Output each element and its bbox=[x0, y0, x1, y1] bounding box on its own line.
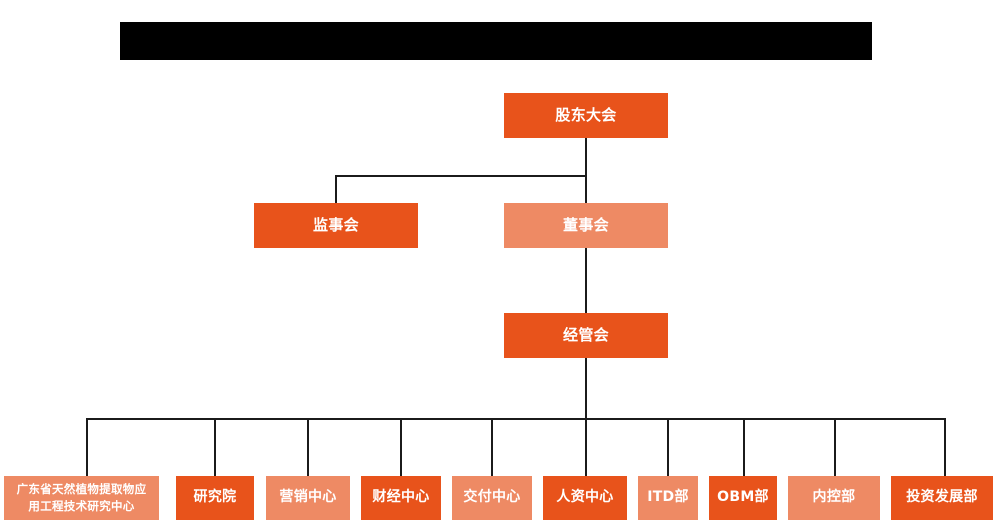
org-node-label-investment-dev: 投资发展部 bbox=[906, 489, 978, 506]
connector-shareholders-drop bbox=[585, 138, 587, 176]
org-node-label-research-inst: 研究院 bbox=[193, 489, 237, 506]
org-node-finance[interactable]: 财经中心 bbox=[361, 476, 441, 520]
connector-drop-obm bbox=[743, 418, 745, 476]
org-node-label-directors: 董事会 bbox=[563, 216, 609, 235]
org-node-label-rnd-center: 广东省天然植物提取物应 用工程技术研究中心 bbox=[16, 482, 147, 513]
connector-mgmt-drop bbox=[585, 357, 587, 418]
connector-drop-rnd-center bbox=[86, 418, 88, 476]
org-node-marketing[interactable]: 营销中心 bbox=[266, 476, 350, 520]
redacted-title-bar bbox=[120, 22, 872, 60]
connector-drop-itd bbox=[667, 418, 669, 476]
org-node-investment-dev[interactable]: 投资发展部 bbox=[891, 476, 993, 520]
org-node-management[interactable]: 经管会 bbox=[504, 313, 668, 358]
org-node-label-marketing: 营销中心 bbox=[279, 489, 337, 506]
connector-drop-delivery bbox=[491, 418, 493, 476]
org-node-label-itd: ITD部 bbox=[647, 489, 689, 506]
connector-supervisors-drop bbox=[335, 175, 337, 203]
org-node-label-management: 经管会 bbox=[563, 326, 609, 345]
connector-directors-to-mgmt bbox=[585, 248, 587, 313]
org-node-label-delivery: 交付中心 bbox=[463, 489, 521, 506]
org-node-internal-ctrl[interactable]: 内控部 bbox=[788, 476, 880, 520]
connector-drop-internal-ctrl bbox=[834, 418, 836, 476]
org-node-label-hr: 人资中心 bbox=[556, 489, 614, 506]
org-node-supervisors[interactable]: 监事会 bbox=[254, 203, 418, 248]
connector-drop-marketing bbox=[307, 418, 309, 476]
org-node-itd[interactable]: ITD部 bbox=[638, 476, 698, 520]
connector-drop-investment bbox=[944, 418, 946, 476]
org-node-hr[interactable]: 人资中心 bbox=[543, 476, 627, 520]
connector-level1-bus bbox=[335, 175, 586, 177]
connector-drop-finance bbox=[400, 418, 402, 476]
connector-drop-research-inst bbox=[214, 418, 216, 476]
connector-drop-hr bbox=[585, 418, 587, 476]
org-node-rnd-center[interactable]: 广东省天然植物提取物应 用工程技术研究中心 bbox=[4, 476, 159, 520]
connector-directors-drop bbox=[585, 175, 587, 203]
org-node-delivery[interactable]: 交付中心 bbox=[452, 476, 532, 520]
connector-level4-bus bbox=[86, 418, 944, 420]
org-node-shareholders[interactable]: 股东大会 bbox=[504, 93, 668, 138]
org-node-label-supervisors: 监事会 bbox=[313, 216, 359, 235]
org-node-label-obm: OBM部 bbox=[717, 489, 769, 506]
org-node-research-inst[interactable]: 研究院 bbox=[176, 476, 254, 520]
org-node-label-internal-ctrl: 内控部 bbox=[812, 489, 856, 506]
org-node-label-shareholders: 股东大会 bbox=[555, 106, 617, 125]
org-node-label-finance: 财经中心 bbox=[372, 489, 430, 506]
org-node-obm[interactable]: OBM部 bbox=[709, 476, 777, 520]
org-node-directors[interactable]: 董事会 bbox=[504, 203, 668, 248]
